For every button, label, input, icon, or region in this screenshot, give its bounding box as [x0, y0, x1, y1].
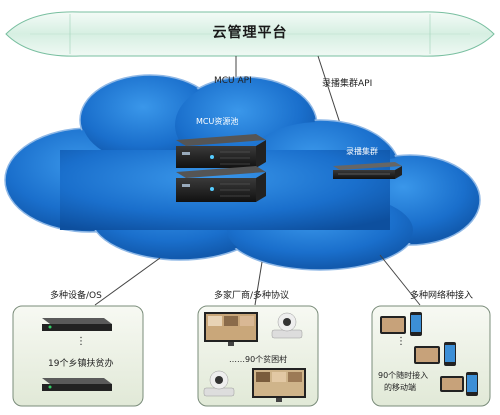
tablet-icon — [380, 316, 406, 334]
phone-icon — [410, 312, 422, 336]
record-cluster-label: 录播集群 — [346, 147, 378, 156]
tablet-icon-2 — [414, 346, 440, 364]
branch-label-middle: 多家厂商/多种协议 — [214, 291, 290, 301]
cloud-fill — [7, 77, 478, 268]
branch-line-right — [379, 254, 421, 306]
branch-label-left: 多种设备/OS — [50, 291, 102, 301]
ptz-camera-icon — [271, 312, 303, 339]
platform-title: 云管理平台 — [212, 25, 288, 41]
phone-icon-3 — [466, 372, 478, 396]
record-api-label: 录播集群API — [322, 79, 373, 89]
branch-label-right: 多种网络种接入 — [410, 291, 474, 301]
middle-caption: ……90个贫困村 — [229, 355, 288, 364]
tablet-icon-3 — [440, 376, 464, 392]
left-dots: ⋮ — [76, 336, 86, 347]
mcu-api-label: MCU API — [214, 76, 252, 86]
terminal-device-icon-2 — [42, 378, 112, 391]
ptz-camera-icon-2 — [203, 370, 235, 397]
phone-icon-2 — [444, 342, 456, 366]
monitor-icon-2 — [252, 368, 306, 402]
terminal-device-icon — [42, 318, 112, 331]
record-server-icon — [333, 162, 402, 179]
monitor-icon — [204, 312, 258, 346]
right-dots: ⋮ — [396, 336, 406, 347]
right-caption-line1: 90个随时接入 — [378, 371, 429, 380]
mcu-server-icon — [176, 134, 266, 202]
branch-line-left — [94, 257, 161, 306]
platform-banner — [5, 11, 495, 57]
left-caption: 19个乡镇扶贫办 — [48, 359, 114, 369]
mcu-pool-label: MCU资源池 — [196, 117, 239, 126]
right-caption-line2: 的移动端 — [384, 383, 416, 392]
branch-line-middle — [254, 261, 263, 306]
